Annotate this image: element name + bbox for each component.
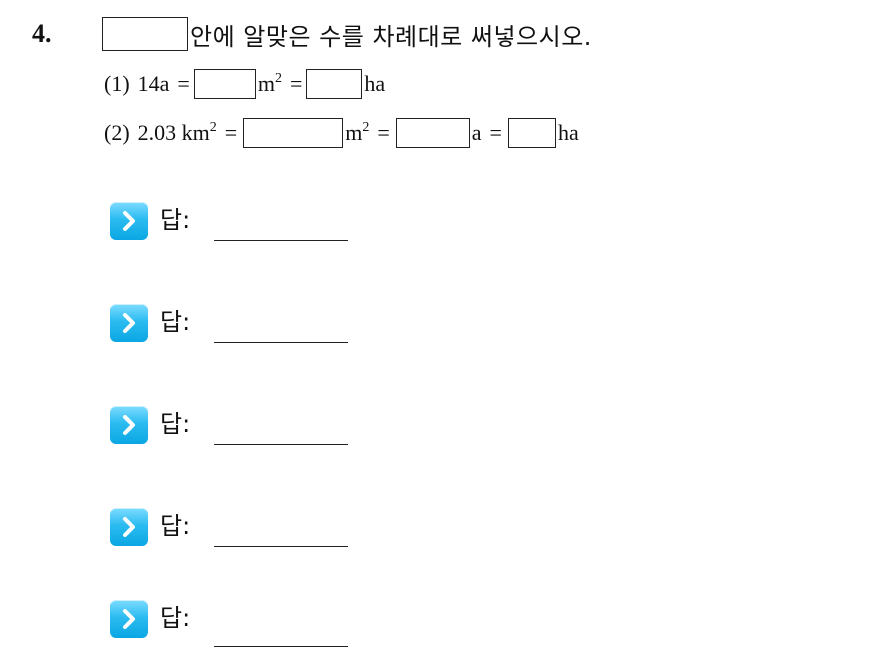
part-1-equals-2: = (289, 71, 303, 96)
answer-label: 답: (160, 410, 191, 438)
question-number: 4. (32, 19, 52, 48)
fill-box-indicator (102, 17, 188, 51)
chevron-right-icon (110, 508, 148, 546)
part-1-answer-box-ha[interactable] (306, 69, 363, 99)
part-2: (2) 2.03 km2 = m2 = a = ha (104, 113, 579, 153)
answer-label: 답: (160, 308, 191, 336)
part-2-answer-box-m2[interactable] (243, 118, 344, 148)
part-1-unit-m: m2 (257, 71, 282, 96)
part-1-equals-1: = (177, 71, 190, 96)
answer-label: 답: (160, 206, 191, 234)
part-2-unit-m: m2 (345, 120, 370, 145)
answer-row-4: 답: (110, 506, 350, 556)
answer-blank-line[interactable] (214, 342, 348, 343)
answer-blank-line[interactable] (214, 646, 348, 647)
part-2-equals-2: = (377, 120, 390, 145)
answer-blank-line[interactable] (214, 546, 348, 547)
question-prompt: 안에 알맞은 수를 차례대로 써넣으시오. (102, 14, 592, 54)
part-2-answer-box-a[interactable] (395, 118, 470, 148)
chevron-right-icon (110, 202, 148, 240)
part-2-start-value: 2.03 km2 (137, 120, 217, 145)
chevron-right-icon (110, 600, 148, 638)
part-1-answer-box-m2[interactable] (193, 69, 256, 99)
answer-row-1: 답: (110, 200, 350, 250)
part-2-equals-3: = (489, 120, 502, 145)
instruction-text: 안에 알맞은 수를 차례대로 써넣으시오. (190, 22, 592, 51)
chevron-right-icon (110, 304, 148, 342)
part-2-unit-a: a (471, 120, 482, 145)
answer-row-5: 답: (110, 598, 350, 648)
part-2-label: (2) (104, 120, 130, 145)
answer-label: 답: (160, 604, 191, 632)
part-2-equals-1: = (224, 120, 238, 145)
answer-row-2: 답: (110, 302, 350, 352)
answer-blank-line[interactable] (214, 240, 348, 241)
part-2-answer-box-ha[interactable] (507, 118, 556, 148)
part-1-start-value: 14a (137, 71, 170, 96)
part-1-label: (1) (104, 71, 130, 96)
answer-label: 답: (160, 512, 191, 540)
part-2-unit-ha: ha (557, 120, 579, 145)
chevron-right-icon (110, 406, 148, 444)
part-1-unit-ha: ha (364, 71, 386, 96)
answer-row-3: 답: (110, 404, 350, 454)
part-1: (1) 14a = m2 = ha (104, 64, 385, 104)
answer-blank-line[interactable] (214, 444, 348, 445)
